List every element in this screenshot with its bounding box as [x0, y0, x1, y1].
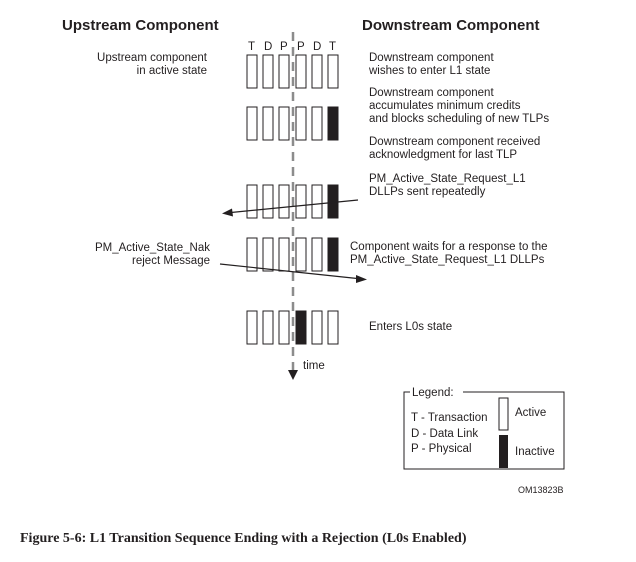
active-state-box — [311, 310, 323, 345]
row-note: Enters L0s state — [369, 321, 452, 333]
active-state-box — [278, 184, 290, 219]
column-label: T — [248, 41, 255, 53]
column-label: D — [313, 41, 321, 53]
legend-active-swatch — [498, 397, 509, 431]
active-state-box — [246, 54, 258, 89]
column-label: D — [264, 41, 272, 53]
column-label: P — [280, 41, 288, 53]
inactive-state-box — [327, 237, 339, 272]
request-arrow — [222, 199, 359, 217]
legend-inactive-label: Inactive — [515, 446, 555, 458]
arrowhead-left-icon — [222, 208, 233, 217]
active-state-box — [278, 310, 290, 345]
column-label: P — [297, 41, 305, 53]
active-state-box — [246, 237, 258, 272]
active-state-box — [246, 106, 258, 141]
active-state-box — [262, 310, 274, 345]
active-state-box — [311, 237, 323, 272]
legend-physical: P - Physical — [411, 443, 472, 455]
time-label: time — [303, 360, 325, 372]
active-state-box — [311, 106, 323, 141]
active-state-box — [278, 237, 290, 272]
figure-id: OM13823B — [518, 485, 564, 495]
state-rows — [246, 54, 339, 345]
active-state-box — [262, 184, 274, 219]
legend-title: Legend: — [412, 387, 454, 399]
active-state-box — [262, 106, 274, 141]
legend: Legend: T - Transaction D - Data Link P … — [403, 387, 565, 470]
downstream-header: Downstream Component — [362, 17, 540, 34]
active-state-box — [295, 54, 307, 89]
figure-caption: Figure 5-6: L1 Transition Sequence Endin… — [20, 531, 467, 546]
active-state-box — [295, 106, 307, 141]
time-arrowhead-icon — [288, 370, 298, 380]
legend-data-link: D - Data Link — [411, 428, 478, 440]
active-state-box — [295, 184, 307, 219]
active-state-box — [246, 184, 258, 219]
active-state-box — [327, 310, 339, 345]
active-state-box — [262, 237, 274, 272]
inactive-state-box — [327, 106, 339, 141]
upstream-header: Upstream Component — [62, 17, 219, 34]
legend-inactive-swatch — [499, 435, 508, 468]
arrowhead-right-icon — [356, 275, 367, 283]
inactive-state-box — [327, 184, 339, 219]
inactive-state-box — [295, 310, 307, 345]
active-state-box — [278, 54, 290, 89]
legend-transaction: T - Transaction — [411, 412, 488, 424]
active-state-box — [295, 237, 307, 272]
active-state-box — [278, 106, 290, 141]
column-label: T — [329, 41, 336, 53]
active-state-box — [246, 310, 258, 345]
active-state-box — [262, 54, 274, 89]
active-state-box — [311, 54, 323, 89]
active-state-box — [327, 54, 339, 89]
active-state-box — [311, 184, 323, 219]
nak-arrow — [219, 263, 367, 283]
legend-active-label: Active — [515, 407, 546, 419]
